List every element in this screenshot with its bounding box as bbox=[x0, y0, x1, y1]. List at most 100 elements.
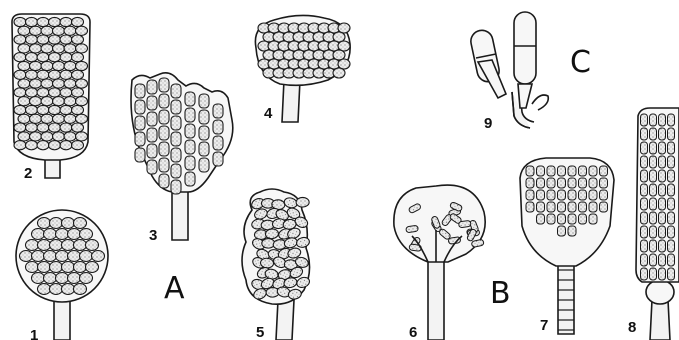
spore-cell bbox=[589, 166, 597, 176]
spore-cell bbox=[135, 116, 145, 130]
spore-cell bbox=[185, 124, 195, 138]
spore-cell bbox=[50, 262, 63, 273]
spore-cell bbox=[600, 178, 608, 188]
spore-cell bbox=[76, 61, 88, 70]
spore-cell bbox=[641, 226, 648, 238]
spore-cell bbox=[650, 114, 657, 126]
spore-cell bbox=[72, 123, 84, 132]
spore-cell bbox=[579, 178, 587, 188]
spore-cell bbox=[668, 184, 675, 196]
spore-cell bbox=[668, 170, 675, 182]
spore-cell bbox=[53, 79, 65, 88]
spore-cell bbox=[30, 79, 42, 88]
spore-cell bbox=[74, 262, 87, 273]
spore-cell bbox=[668, 254, 675, 266]
spore-cell bbox=[26, 70, 38, 79]
spore-cell bbox=[568, 202, 576, 212]
spore-cell bbox=[159, 126, 169, 140]
spore-cell bbox=[668, 226, 675, 238]
spore-cell bbox=[568, 190, 576, 200]
spore-cell bbox=[14, 70, 26, 79]
spore-cell bbox=[641, 240, 648, 252]
specimen-number-6: 6 bbox=[409, 324, 417, 340]
spore-cell bbox=[62, 218, 75, 229]
spore-cell bbox=[668, 198, 675, 210]
spore-cell bbox=[49, 123, 61, 132]
spore-cell bbox=[60, 123, 72, 132]
spore-cell bbox=[74, 284, 87, 295]
spore-cell bbox=[53, 114, 65, 123]
spore-cell bbox=[171, 132, 181, 146]
specimen-2-drawing bbox=[12, 14, 90, 178]
spore-cell bbox=[53, 132, 65, 141]
spore-cell bbox=[668, 240, 675, 252]
spore-cell bbox=[650, 184, 657, 196]
spore-cell bbox=[641, 254, 648, 266]
spore-cell bbox=[30, 26, 42, 35]
spore-cell bbox=[68, 273, 81, 284]
spore-cell bbox=[659, 128, 666, 140]
spore-cell bbox=[49, 105, 61, 114]
spore-cell bbox=[18, 79, 30, 88]
spore-cell bbox=[14, 53, 26, 62]
spore-cell bbox=[72, 141, 84, 150]
spore-cell bbox=[668, 128, 675, 140]
spore-cell bbox=[171, 100, 181, 114]
spore-cell bbox=[171, 116, 181, 130]
spore-cell bbox=[650, 142, 657, 154]
specimen-number-4: 4 bbox=[264, 105, 273, 122]
spore-cell bbox=[49, 17, 61, 26]
spore-cell bbox=[26, 53, 38, 62]
specimen-9-drawing bbox=[469, 12, 548, 128]
spore-cell bbox=[659, 184, 666, 196]
spore-cell bbox=[199, 142, 209, 156]
spore-cell bbox=[589, 178, 597, 188]
spore-cell bbox=[37, 17, 49, 26]
spore-cell bbox=[62, 262, 75, 273]
spore-cell bbox=[60, 35, 72, 44]
spore-cell bbox=[38, 284, 51, 295]
spore-cell bbox=[171, 164, 181, 178]
spore-cell bbox=[37, 141, 49, 150]
group-label-b: B bbox=[490, 276, 511, 311]
spore-cell bbox=[526, 190, 534, 200]
spore-cell bbox=[135, 148, 145, 162]
spore-cell bbox=[60, 88, 72, 97]
spore-cell bbox=[558, 226, 566, 236]
spore-cell bbox=[64, 132, 76, 141]
spore-cell bbox=[159, 158, 169, 172]
spore-cell bbox=[641, 114, 648, 126]
spore-cell bbox=[32, 273, 45, 284]
spore-cell bbox=[547, 166, 555, 176]
spore-cell bbox=[60, 17, 72, 26]
spore-cell bbox=[600, 202, 608, 212]
spore-cell bbox=[650, 156, 657, 168]
spore-cell bbox=[41, 97, 53, 106]
spore-cell bbox=[600, 166, 608, 176]
spore-cell bbox=[526, 166, 534, 176]
spore-cell bbox=[37, 123, 49, 132]
spore-cell bbox=[26, 35, 38, 44]
spore-cell bbox=[38, 262, 51, 273]
spore-cell bbox=[668, 114, 675, 126]
spore-cell bbox=[64, 114, 76, 123]
spore-cell bbox=[68, 229, 81, 240]
spore-cell bbox=[41, 61, 53, 70]
spore-cell bbox=[32, 229, 45, 240]
spore-cell bbox=[14, 88, 26, 97]
spore-cell bbox=[547, 178, 555, 188]
spore-cell bbox=[44, 273, 57, 284]
spore-cell bbox=[80, 251, 93, 262]
spore-cell bbox=[68, 251, 81, 262]
spore-cell bbox=[547, 214, 555, 224]
specimen-number-1: 1 bbox=[30, 327, 38, 340]
spore-cell bbox=[650, 240, 657, 252]
spore-cell bbox=[44, 251, 57, 262]
spore-cell bbox=[641, 156, 648, 168]
spore-cell bbox=[650, 170, 657, 182]
spore-cell bbox=[568, 166, 576, 176]
spore-cell bbox=[159, 174, 169, 188]
spore-cell bbox=[14, 105, 26, 114]
group-label-c: C bbox=[570, 45, 591, 80]
